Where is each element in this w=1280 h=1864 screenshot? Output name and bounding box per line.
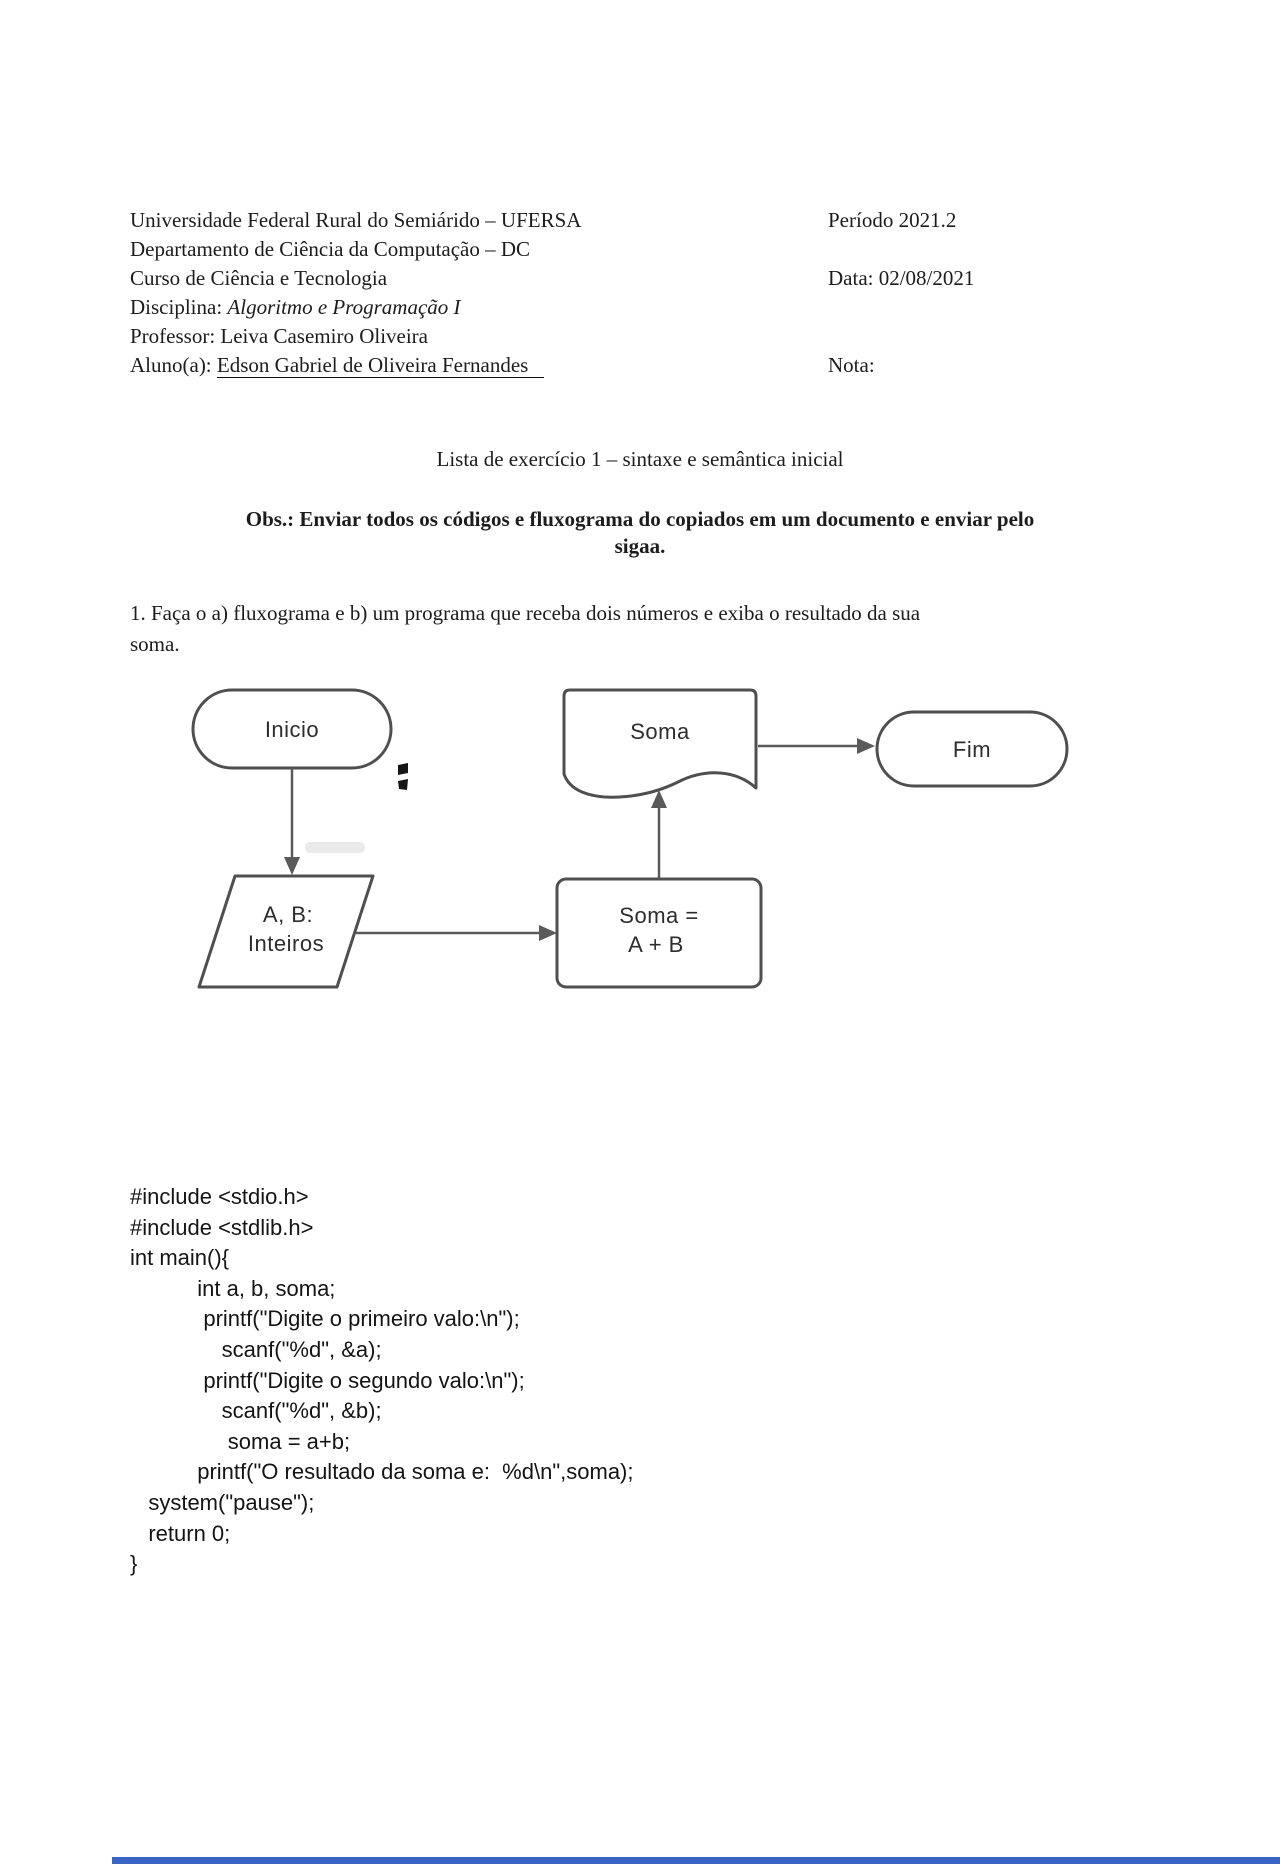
bold-note: Obs.: Enviar todos os códigos e fluxogra… [0,506,1280,560]
flowchart-input-line2: Inteiros [248,931,324,956]
professor-name: Professor: Leiva Casemiro Oliveira [130,324,428,348]
page-title: Lista de exercício 1 – sintaxe e semânti… [436,447,844,471]
discipline-name: Algoritmo e Programação I [227,295,461,319]
flowchart-process-line2: A + B [628,932,684,957]
c-source-code: #include <stdio.h> #include <stdlib.h> i… [130,1184,634,1577]
flowchart-output-label: Soma [630,719,690,744]
flowchart-input-shape [197,874,375,989]
header-line-student: Aluno(a): Edson Gabriel de Oliveira Fern… [130,351,1190,380]
flowchart-end-shape [875,710,1069,788]
header-line-professor: Professor: Leiva Casemiro Oliveira [130,322,1190,351]
flowchart-input-line1: A, B: [263,902,313,927]
flowchart-start-label: Inicio [265,717,319,742]
bold-note-line1: Obs.: Enviar todos os códigos e fluxogra… [245,507,1035,531]
flowchart-output-shape [562,688,758,799]
grade-label: Nota: [828,353,875,377]
student-name: Edson Gabriel de Oliveira Fernandes [216,353,545,378]
department-name: Departamento de Ciência da Computação – … [130,237,531,261]
arrow-start-to-input [284,768,300,875]
question-1: 1. Faça o a) fluxograma e b) um programa… [130,598,1190,660]
header-line-course: Curso de Ciência e Tecnologia Data: 02/0… [130,264,1190,293]
student-label: Aluno(a): [130,353,212,377]
flowchart-process-line1: Soma = [619,903,698,928]
flowchart-end-label: Fim [953,737,991,762]
university-name: Universidade Federal Rural do Semiárido … [130,208,582,232]
question-1-line2: soma. [130,632,180,656]
arrow-output-to-end [758,738,875,754]
whiteout-smudge [305,842,365,853]
flowchart: Inicio A, B: Inteiros Soma = A + B Soma … [191,688,1069,989]
discipline-label: Disciplina: [130,295,223,319]
question-1-line1: 1. Faça o a) fluxograma e b) um programa… [130,601,921,625]
course-name: Curso de Ciência e Tecnologia [130,266,388,290]
stray-colon-mark [398,763,408,790]
header-line-department: Departamento de Ciência da Computação – … [130,235,1190,264]
document-header: Universidade Federal Rural do Semiárido … [130,206,1190,380]
bottom-blue-bar [112,1857,1280,1864]
period-label: Período 2021.2 [828,208,957,232]
date-label: Data: 02/08/2021 [828,266,975,290]
header-line-university: Universidade Federal Rural do Semiárido … [130,206,1190,235]
bold-note-line2: sigaa. [614,534,666,558]
arrow-input-to-process [356,925,557,941]
header-line-discipline: Disciplina: Algoritmo e Programação I [130,293,1190,322]
arrow-process-to-output [651,790,667,879]
